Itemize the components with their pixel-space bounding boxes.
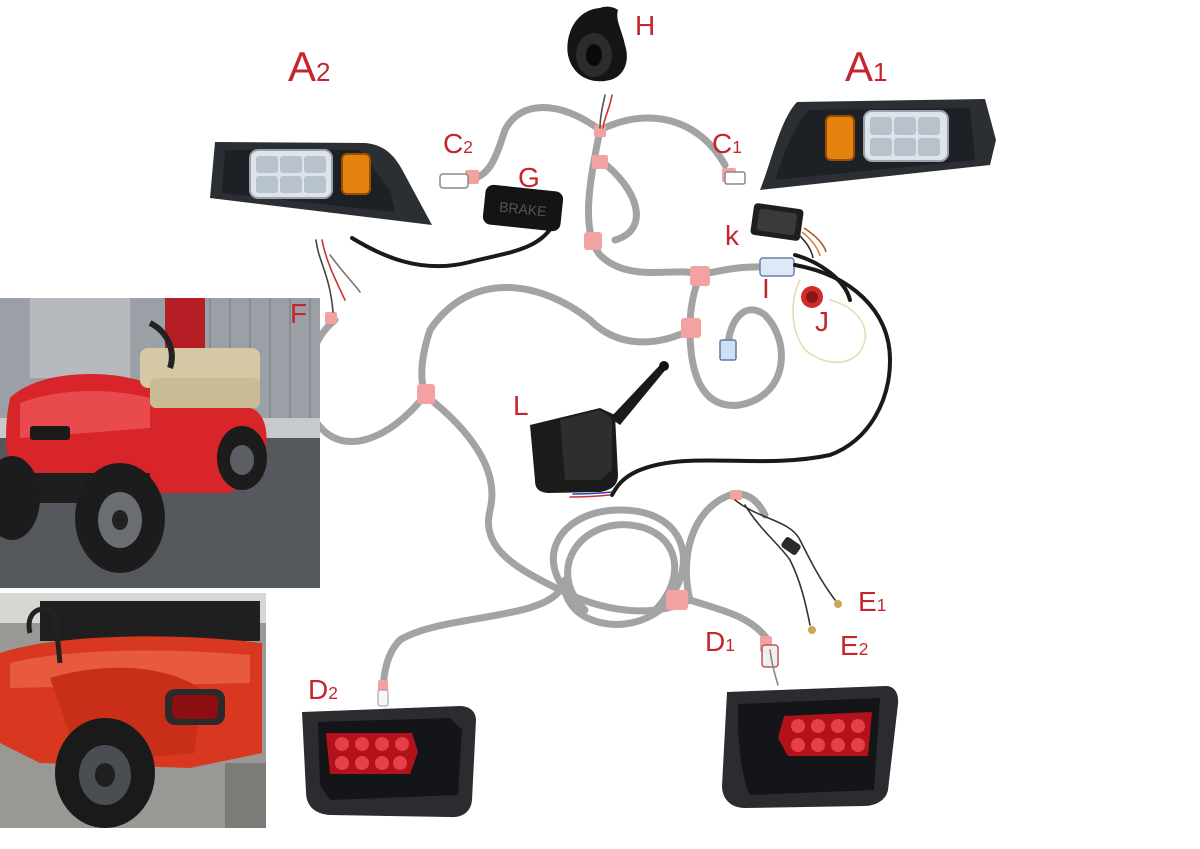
cart-front-illustration (0, 298, 320, 588)
black-wires (350, 220, 893, 497)
module-k (750, 203, 827, 259)
brake-switch-text: BRAKE (498, 199, 547, 220)
label-a1: A1 (845, 43, 888, 90)
plug-ends (377, 171, 795, 707)
label-e2: E2 (840, 630, 869, 661)
label-a2: A2 (288, 43, 331, 90)
label-c1: C1 (712, 128, 742, 159)
thin-wires (315, 94, 867, 686)
cart-rear-photo (0, 593, 266, 828)
i-connector (759, 257, 795, 277)
c1-plug (724, 171, 746, 185)
label-i: I (762, 273, 770, 304)
label-h: H (635, 10, 656, 41)
label-d2: D2 (308, 674, 338, 705)
horn-h (567, 6, 627, 82)
d2-plug (377, 689, 389, 707)
inline-fuse-holder (781, 537, 801, 555)
label-j: J (815, 306, 829, 337)
c2-plug (439, 173, 469, 189)
reverse-plug (719, 339, 737, 361)
brake-switch-g: BRAKE (482, 184, 564, 232)
horn-button-j (801, 286, 823, 308)
label-k: k (725, 220, 739, 251)
taillight-d2 (302, 706, 476, 818)
d1-plug (761, 644, 779, 668)
label-f: F (290, 298, 308, 329)
cart-front-photo (0, 298, 320, 588)
turn-signal-switch-l (530, 361, 669, 493)
label-c2: C2 (443, 128, 473, 159)
e2-ring-terminal (808, 626, 816, 634)
label-l: L (513, 390, 529, 421)
label-e1: E1 (858, 586, 887, 617)
taillight-d1 (722, 686, 899, 808)
label-d1: D1 (705, 626, 735, 657)
label-g: G (518, 162, 540, 193)
headlight-a1 (760, 99, 996, 190)
e1-ring-terminal (834, 600, 842, 608)
pink-connector-boots (325, 125, 772, 692)
cart-rear-illustration (0, 593, 266, 828)
headlight-a2 (210, 142, 432, 225)
